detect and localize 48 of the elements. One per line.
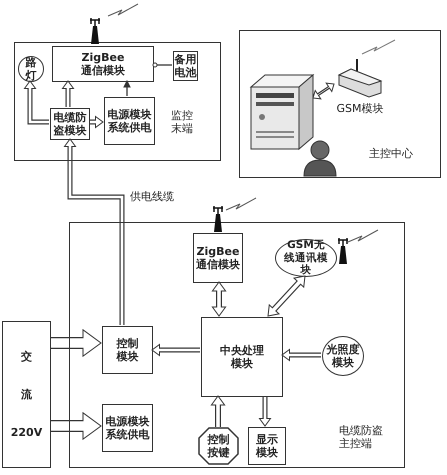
power-source-box (2, 321, 51, 468)
arrow (64, 138, 124, 325)
module-box (102, 404, 153, 452)
arrow (210, 396, 226, 427)
node-label: 控制按键 (206, 432, 230, 460)
module-box (102, 326, 153, 374)
module-box (193, 233, 243, 283)
node-label: 显示模块 (255, 432, 279, 460)
module-box (248, 427, 286, 465)
module-ellipse (275, 239, 337, 277)
node-label: ZigBee通信模块 (195, 244, 241, 272)
arrow (24, 80, 49, 124)
arrow (312, 82, 334, 100)
frame-label: 电缆防盗主控端 (339, 424, 384, 450)
node-label: 电缆防盗模块 (52, 110, 88, 138)
module-circle (322, 336, 364, 376)
module-box (104, 97, 155, 145)
node-label: 备用电池 (174, 52, 197, 80)
node-label: 路灯 (24, 56, 38, 82)
node-label: 光照度模块 (326, 342, 360, 370)
arrow (62, 80, 74, 107)
node-label: 电源模块系统供电 (106, 108, 152, 134)
node-label: 控制模块 (116, 336, 140, 364)
arrow (212, 282, 226, 316)
node-label: 交 (21, 350, 32, 364)
arrow (268, 276, 306, 316)
terminal-frame (14, 42, 221, 161)
arrow (89, 116, 104, 128)
edge-label: 供电线缆 (130, 190, 174, 204)
node-label: ZigBee通信模块 (80, 50, 126, 78)
arrow (124, 80, 130, 96)
arrow (51, 412, 102, 440)
node-label: 中央处理模块 (219, 344, 265, 370)
arrow (282, 349, 321, 361)
module-box (52, 46, 154, 82)
controller-frame (69, 222, 405, 468)
cpu-box (201, 317, 283, 397)
frame-label: 主控中心 (369, 147, 414, 160)
arrow (259, 396, 271, 426)
node-label: 220V (10, 426, 42, 439)
arrow (152, 344, 200, 356)
node-label: GSM无线通讯模块 (283, 239, 329, 277)
street-lamp-circle (18, 56, 44, 82)
node-label: GSM模块 (336, 102, 384, 115)
node-label: 流 (21, 388, 32, 402)
frame-label: 监控末端 (171, 109, 194, 136)
arrow (51, 329, 102, 357)
node-label: 电源模块系统供电 (104, 414, 150, 442)
